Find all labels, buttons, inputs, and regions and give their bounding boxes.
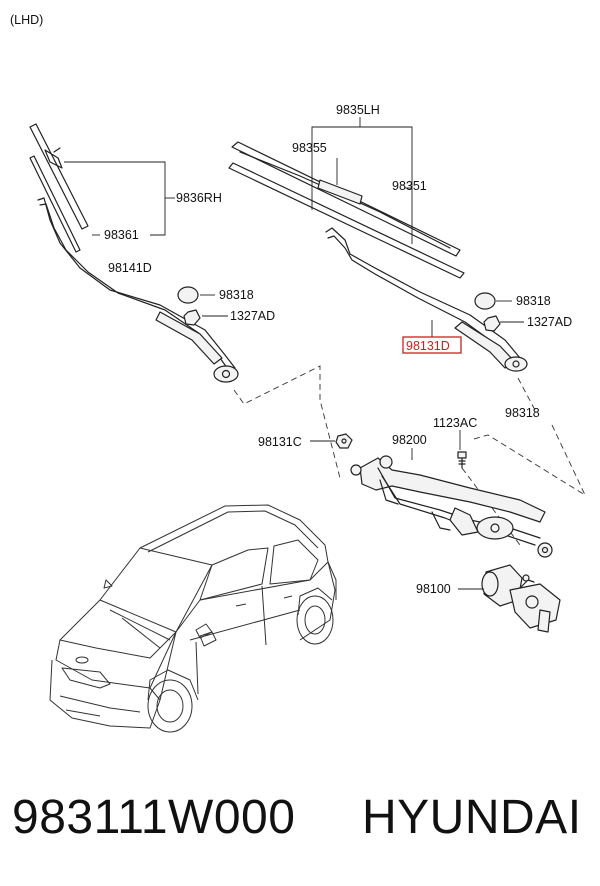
label-arm-rh: 98141D [108,261,152,275]
car-illustration [49,504,337,733]
label-nut-rh: 1327AD [230,309,275,323]
nut-98131c [335,433,353,449]
label-blade-rh: 9836RH [176,191,222,205]
cap-lh-shape [474,292,496,310]
label-bolt: 1123AC [433,416,477,430]
highlight-box [402,336,462,354]
label-arm-nut: 98131C [258,435,302,449]
label-blade-lh: 9835LH [336,103,380,117]
label-linkage: 98200 [392,433,427,447]
wiper-parts-diagram: (LHD) [10,13,587,733]
label-cap-lower: 98318 [505,406,540,420]
lh-wiper-arm [325,227,528,372]
footer: 983111W000 HYUNDAI [0,780,600,870]
rh-wiper-blade [29,123,89,253]
part-number: 983111W000 [12,791,296,844]
label-cap-lh: 98318 [516,294,551,308]
variant-label: (LHD) [10,13,43,27]
nut-lh-shape [483,315,501,332]
label-blade-refill-rh: 98361 [104,228,139,242]
label-blade-insert-lh: 98355 [292,141,327,155]
nut-rh-shape [183,309,201,326]
label-arm-lh-highlighted: 98131D [406,339,450,353]
label-nut-lh: 1327AD [527,315,572,329]
label-cap-rh: 98318 [219,288,254,302]
cap-rh-shape [177,286,199,304]
rh-wiper-arm [37,197,239,383]
label-motor: 98100 [416,582,451,596]
wiper-motor [481,564,561,633]
wiper-linkage [350,455,553,558]
brand-name: HYUNDAI [362,791,582,844]
lh-wiper-blade [228,141,465,279]
bolt-1123ac [457,451,467,469]
label-blade-refill-lh: 98351 [392,179,427,193]
